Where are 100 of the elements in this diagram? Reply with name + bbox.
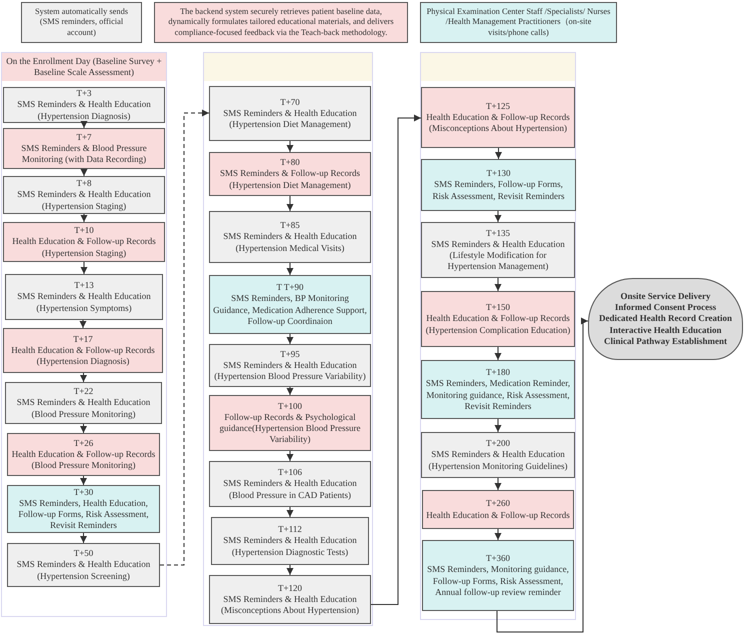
step-day: T+100 [278, 400, 302, 412]
step-description: SMS Reminders & Health Education (Hypertension Medical Visits) [222, 231, 358, 254]
step-description: Health Education & Follow-up Records (Misconceptions About Hypertension) [425, 112, 571, 134]
step-day: T+95 [280, 348, 300, 360]
process-box [7, 485, 160, 533]
note-box [21, 2, 142, 43]
process-box [421, 291, 575, 347]
process-box [422, 490, 574, 529]
step-description: SMS Reminders & Health Education (Hypertension Symptoms) [16, 291, 152, 314]
step-day: T+112 [278, 524, 302, 536]
step-description: SMS Reminders & Health Education (Hypertension Diagnostic Tests) [222, 535, 358, 558]
lane-header: On the Enrollment Day (Baseline Survey + Baseline Scale Assessment) [2, 53, 166, 81]
step-description: SMS Reminders & Health Education (Blood Pressure Monitoring) [16, 397, 152, 420]
step-description: Health Education & Follow-up Records [426, 510, 570, 521]
arrow [80, 168, 88, 176]
step-description: SMS Reminders & Health Education (Hypertension Staging) [16, 189, 152, 212]
process-box [209, 461, 371, 507]
step-description: SMS Reminders & Health Education (Lifestyle Modification for Hypertension Management) [430, 238, 566, 272]
arrow [286, 506, 294, 518]
step-day: T+150 [486, 302, 510, 314]
arrow [286, 450, 294, 462]
step-day: T+30 [74, 486, 94, 498]
process-box [3, 328, 163, 373]
step-day: T+85 [280, 220, 300, 232]
step-description: SMS Reminders & Health Education (Blood Pressure in CAD Patients) [222, 478, 358, 501]
step-day: T+120 [278, 582, 302, 594]
swimlane [420, 52, 576, 620]
note-text: Physical Examination Center Staff /Specialists/ Nurses /Health Management Practitioners（on-site visits/phone calls) [426, 7, 612, 38]
process-box [211, 517, 369, 565]
step-description: SMS Reminders & Health Education (Hypertension Diagnosis) [16, 99, 152, 122]
service-item: Informed Consent Process [614, 302, 716, 314]
arrow [370, 114, 422, 605]
arrow [494, 346, 502, 360]
step-day: T+22 [74, 386, 94, 398]
step-day: T+80 [280, 157, 300, 168]
arrow [80, 424, 87, 434]
arrow [160, 110, 210, 566]
step-description: Health Education & Follow-up Records (Hypertension Diagnosis) [10, 344, 156, 368]
arrow [80, 476, 87, 486]
service-item: Clinical Pathway Establishment [604, 336, 727, 348]
arrow [80, 262, 88, 274]
step-description: SMS Reminders & Health Education (Hypertension Monitoring Guidelines) [428, 449, 568, 472]
process-box [5, 382, 162, 424]
process-box [3, 128, 165, 169]
note-text: System automatically sends (SMS reminders, official account) [34, 7, 130, 38]
step-description: SMS Reminders, Medication Reminder, Monitoring guidance, Risk Assessment, Revisit Reminders [425, 378, 571, 412]
step-description: SMS Reminders, Health Education, Follow-up Forms, Risk Assessment, Revisit Reminders [17, 498, 150, 532]
step-day: T+180 [486, 367, 510, 378]
process-box [3, 222, 165, 262]
arrow [496, 318, 588, 632]
step-day: T+135 [486, 228, 510, 239]
step-day: T+10 [74, 225, 94, 236]
process-box [421, 159, 576, 211]
step-day: T+106 [278, 467, 302, 478]
step-day: T+200 [486, 438, 510, 450]
step-description: SMS Reminders & Health Education (Hypertension Diet Management) [222, 108, 358, 130]
arrow [494, 210, 502, 222]
service-item: Onsite Service Delivery [620, 290, 710, 302]
arrow [80, 320, 86, 328]
arrow [286, 262, 294, 276]
arrow [80, 372, 87, 382]
process-box [421, 432, 575, 478]
process-box [3, 176, 165, 214]
arrow [494, 418, 502, 432]
process-box [209, 275, 371, 334]
step-description: SMS Reminders & Blood Pressure Monitoring (with Data Recording) [20, 142, 148, 166]
step-description: Health Education & Follow-up Records (Hypertension Complication Education) [425, 313, 571, 336]
arrow [286, 196, 294, 212]
step-day: T+360 [486, 553, 510, 564]
process-box [209, 395, 371, 451]
note-box [154, 2, 408, 43]
step-description: SMS Reminders, BP Monitoring Guidance, Medication Adherence Support, Follow-up Coordinaion [213, 293, 367, 327]
step-description: Health Education & Follow-up Records (Hypertension Staging) [11, 236, 157, 259]
arrow [80, 121, 88, 128]
step-day: T+7 [76, 132, 92, 143]
process-box [209, 344, 371, 387]
arrow [494, 478, 502, 490]
process-box [209, 86, 371, 141]
step-day: T+260 [486, 498, 510, 510]
process-box [421, 222, 575, 278]
step-description: SMS Reminders & Follow-up Records (Hypertension Diet Management) [218, 168, 361, 191]
process-box [209, 575, 371, 624]
arrow [494, 278, 502, 292]
step-description: SMS Reminders & Health Education (Hypertension Screening) [16, 559, 152, 582]
step-day: T+8 [76, 178, 92, 190]
process-box [421, 87, 575, 148]
step-description: SMS Reminders, Monitoring guidance, Follow-up Forms, Risk Assessment, Annual follow-up review reminder [426, 564, 570, 598]
step-day: T+13 [74, 280, 94, 292]
process-box [209, 152, 371, 196]
arrow [286, 334, 294, 344]
process-box [209, 211, 371, 263]
step-description: SMS Reminders & Health Education (Hypertension Blood Pressure Variability) [213, 360, 367, 382]
step-day: T T+90 [276, 282, 304, 294]
note-text: The backend system securely retrieves patient baseline data, dynamically formulates tailored educational materials, and delivers compliance-focused feedback via the Teach-back methodology. [167, 7, 395, 38]
step-description: SMS Reminders, Follow-up Forms, Risk Assessment, Revisit Reminders [431, 179, 566, 202]
process-box [7, 543, 160, 587]
step-day: T+125 [486, 100, 510, 112]
arrow [494, 528, 502, 540]
arrow [286, 140, 294, 152]
process-box [7, 433, 160, 476]
